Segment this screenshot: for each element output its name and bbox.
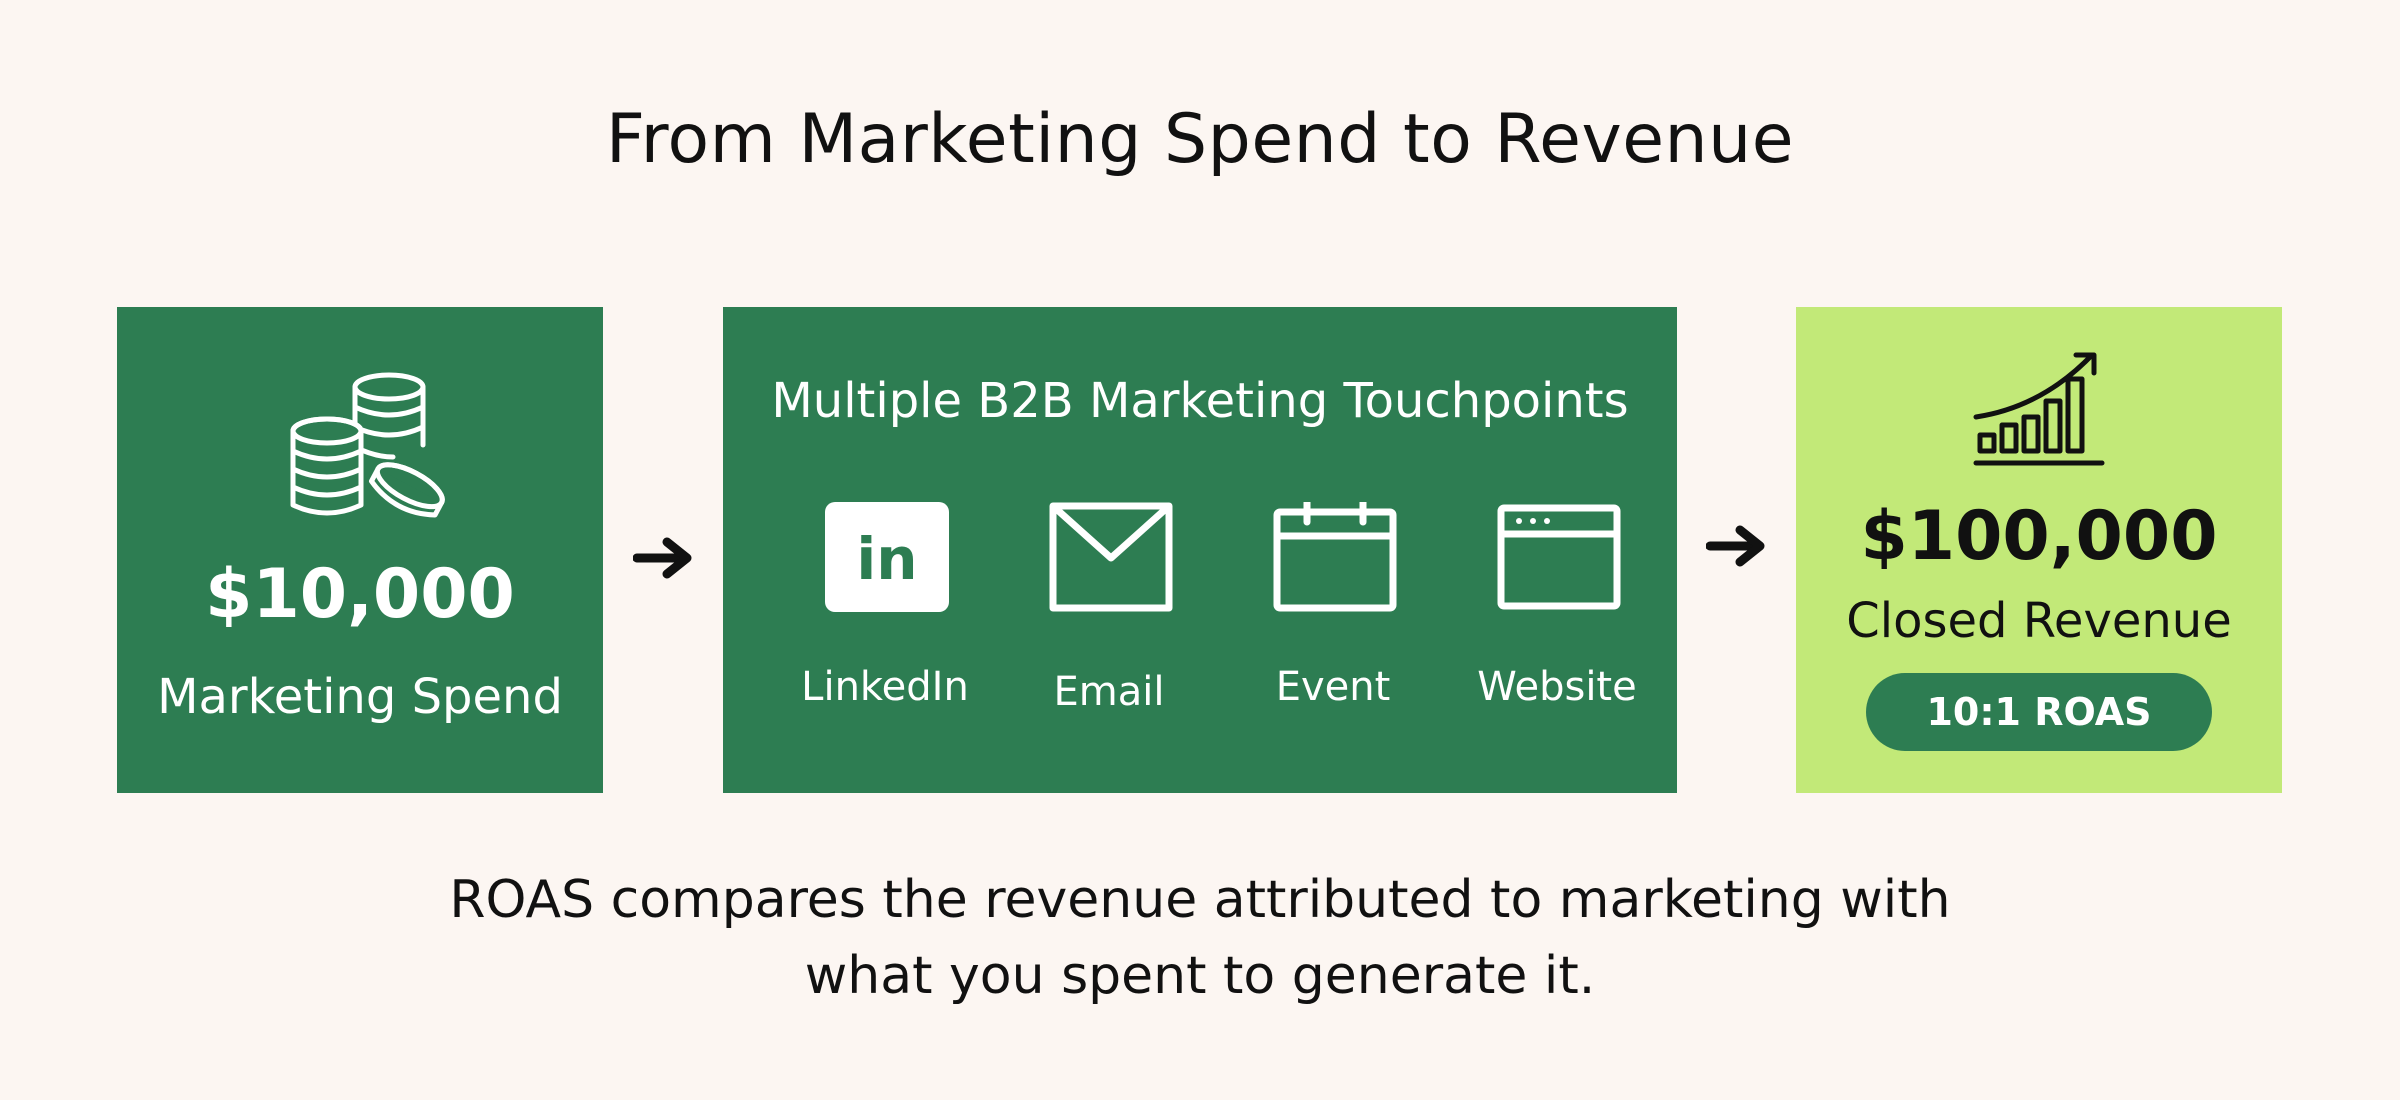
browser-window-icon (1497, 504, 1621, 610)
touchpoints-card: Multiple B2B Marketing Touchpoints in Li… (723, 307, 1677, 793)
spend-label: Marketing Spend (157, 669, 563, 725)
arrow-right-icon (633, 537, 692, 579)
closed-revenue-card: $100,000 Closed Revenue 10:1 ROAS (1796, 307, 2282, 793)
linkedin-icon: in (825, 502, 949, 612)
touchpoint-label: Event (1275, 664, 1391, 710)
caption: ROAS compares the revenue attributed to … (300, 862, 2100, 1014)
growth-chart-icon (1973, 352, 2105, 466)
revenue-label: Closed Revenue (1846, 593, 2232, 649)
touchpoint-label: Website (1477, 664, 1637, 710)
caption-line: what you spent to generate it. (804, 946, 1596, 1006)
arrow-right-icon (1706, 525, 1765, 567)
envelope-icon (1049, 502, 1173, 612)
touchpoint-label: Email (1053, 669, 1165, 715)
marketing-spend-card: $10,000 Marketing Spend (117, 307, 603, 793)
roas-badge: 10:1 ROAS (1866, 673, 2212, 751)
spend-amount: $10,000 (205, 555, 515, 634)
revenue-amount: $100,000 (1860, 497, 2218, 576)
coins-stack-icon (290, 372, 445, 518)
touchpoints-title: Multiple B2B Marketing Touchpoints (771, 373, 1629, 429)
caption-line: ROAS compares the revenue attributed to … (449, 870, 1951, 930)
svg-text:in: in (856, 525, 917, 593)
calendar-icon (1273, 502, 1397, 612)
touchpoint-label: LinkedIn (801, 664, 969, 710)
page-title: From Marketing Spend to Revenue (605, 100, 1795, 179)
